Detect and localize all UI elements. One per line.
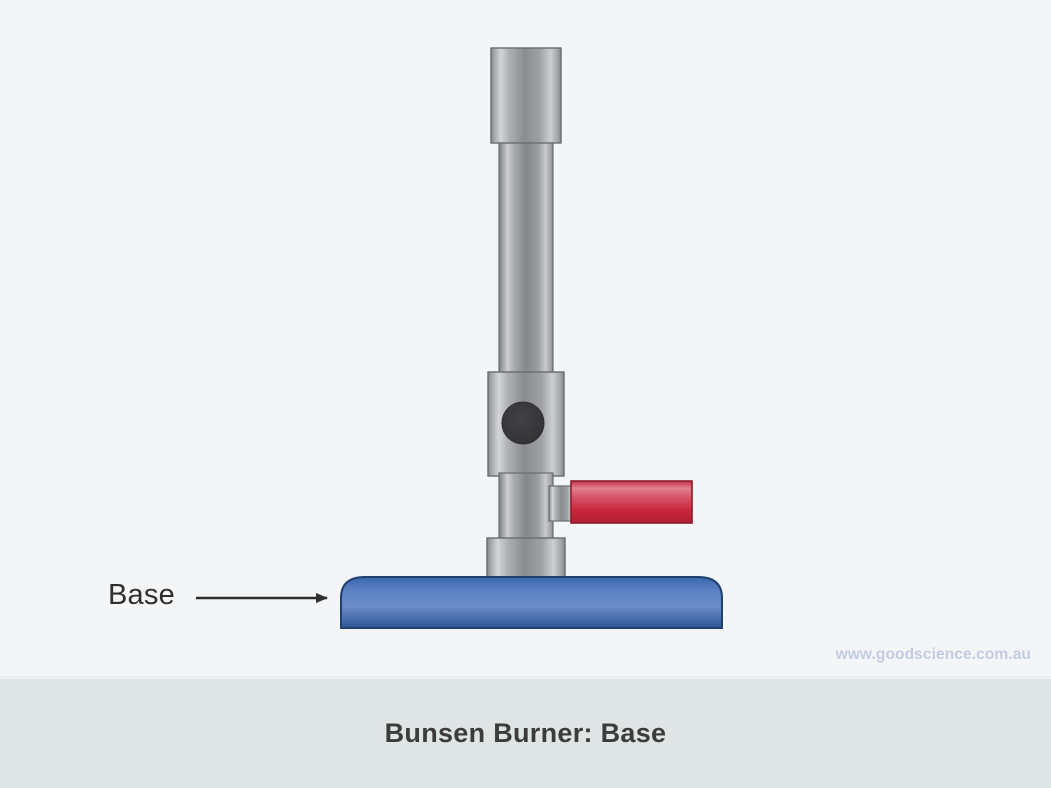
collar-neck-part [498, 472, 554, 540]
figure-caption: Bunsen Burner: Base [384, 718, 667, 748]
caption-bar: Bunsen Burner: Base [0, 676, 1051, 788]
barrel-part [498, 139, 554, 386]
base-neck-part [486, 537, 566, 581]
illustration-stage: Base www.goodscience.com.au [108, 47, 1031, 663]
gas-inlet-part [570, 480, 693, 524]
watermark: www.goodscience.com.au [835, 646, 1031, 663]
bunsen-burner-diagram [196, 47, 723, 629]
air-hole-part [501, 401, 545, 445]
base-part [340, 576, 723, 629]
callout-label: Base [108, 579, 175, 611]
barrel-top-collar-part [490, 47, 562, 144]
